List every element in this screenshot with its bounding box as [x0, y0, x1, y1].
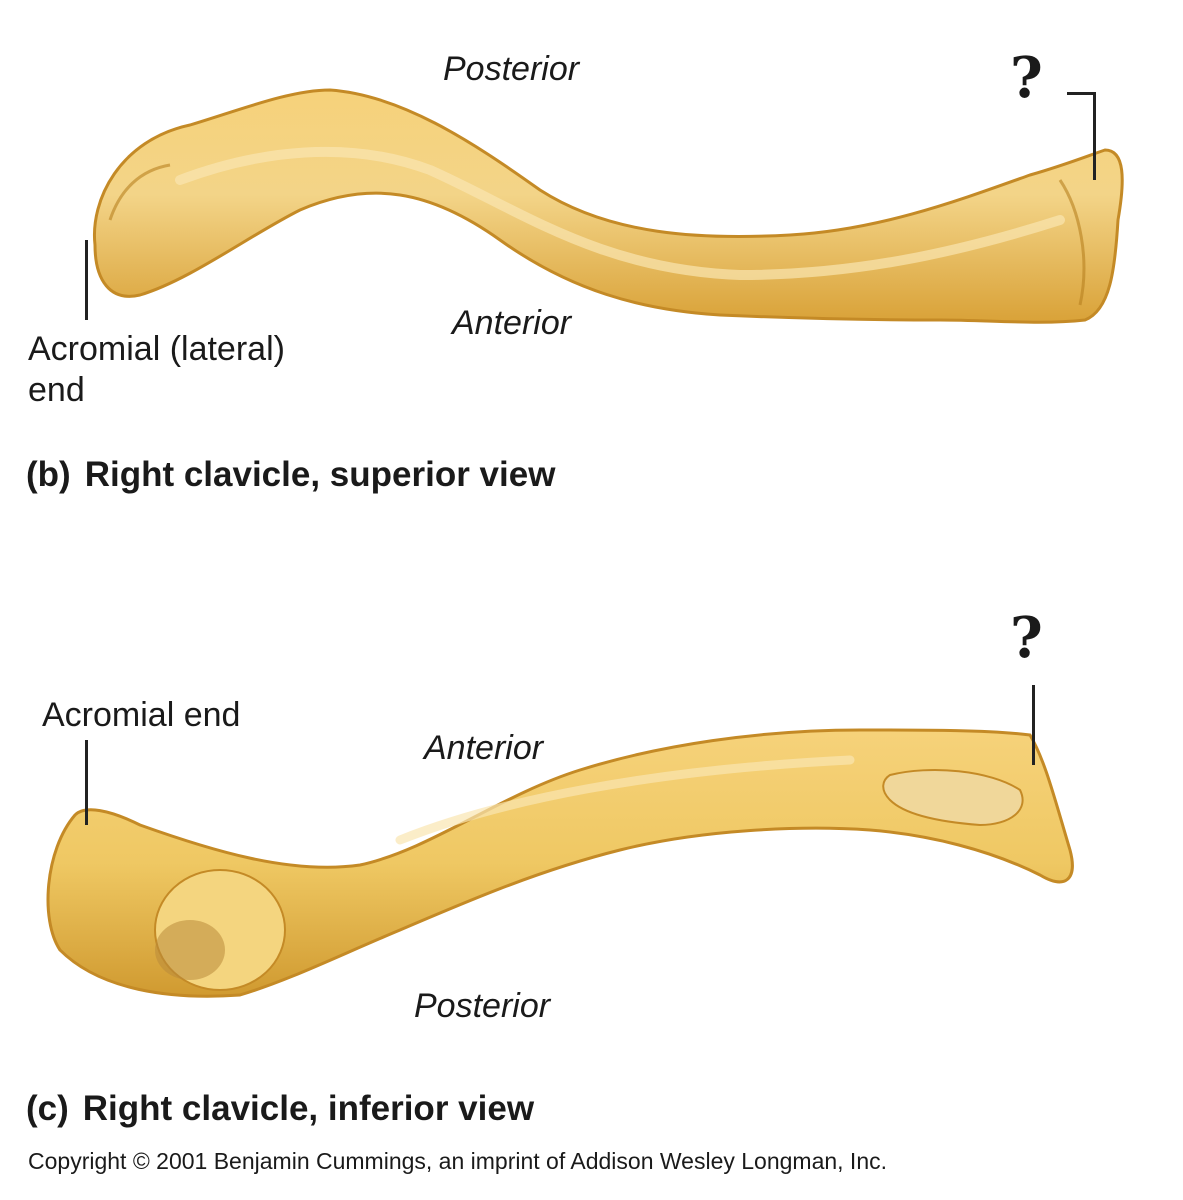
unknown-label-inferior: ? — [1010, 605, 1043, 671]
caption-superior: (b) Right clavicle, superior view — [26, 455, 555, 495]
leader-line-superior-acromial — [85, 240, 88, 320]
unknown-label-superior: ? — [1010, 45, 1043, 111]
clavicle-inferior-shape — [46, 728, 1074, 998]
caption-inferior-letter: (c) — [26, 1089, 69, 1128]
acromial-label-superior-line2: end — [28, 371, 85, 409]
caption-inferior-text: Right clavicle, inferior view — [82, 1089, 535, 1128]
copyright-notice: Copyright © 2001 Benjamin Cummings, an i… — [28, 1148, 888, 1174]
leader-line-inferior-unknown — [1032, 685, 1035, 765]
clavicle-inferior-view-image — [46, 728, 1074, 998]
acromial-label-inferior: Acromial end — [42, 696, 241, 734]
anterior-label-superior: Anterior — [452, 304, 572, 342]
acromial-label-superior-line1: Acromial (lateral) — [28, 330, 285, 368]
anterior-label-inferior: Anterior — [424, 729, 544, 767]
posterior-label-superior: Posterior — [443, 50, 580, 88]
caption-inferior: (c) Right clavicle, inferior view — [26, 1089, 534, 1129]
leader-line-superior-unknown-v — [1093, 92, 1096, 180]
clavicle-superior-view-image — [92, 88, 1124, 324]
caption-superior-letter: (b) — [26, 455, 71, 494]
leader-line-superior-unknown-h — [1067, 92, 1095, 95]
posterior-label-inferior: Posterior — [414, 987, 551, 1025]
leader-line-inferior-acromial — [85, 740, 88, 825]
clavicle-superior-shape — [92, 88, 1124, 324]
caption-superior-text: Right clavicle, superior view — [84, 455, 556, 494]
